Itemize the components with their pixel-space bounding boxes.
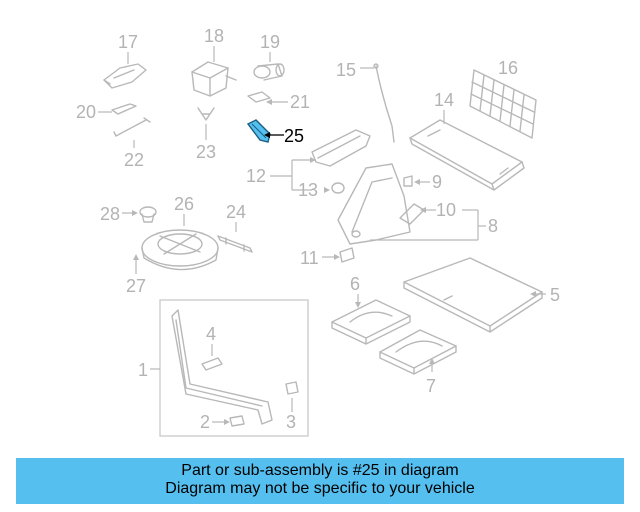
callout-15: 15 [336, 60, 356, 80]
callout-23: 23 [196, 142, 216, 162]
wrench-part [113, 117, 151, 137]
info-banner: Part or sub-assembly is #25 in diagram D… [16, 458, 624, 504]
callout-18: 18 [204, 26, 224, 46]
parts-diagram: 17 20 22 18 19 21 23 25 [76, 26, 560, 437]
callout-6: 6 [350, 274, 360, 294]
callout-5: 5 [550, 285, 560, 305]
clip-part-13 [331, 182, 345, 194]
callout-2: 2 [200, 412, 210, 432]
callout-19: 19 [260, 32, 280, 52]
clip-part-3 [285, 381, 299, 395]
jack-part [103, 63, 147, 89]
jack-handle-part [111, 103, 137, 115]
cargo-net-part [469, 69, 537, 139]
callout-4: 4 [206, 324, 216, 344]
bracket-part-24 [217, 235, 253, 253]
clip-part-4 [201, 357, 223, 371]
side-trim-panel [337, 163, 411, 245]
callout-28: 28 [100, 204, 120, 224]
callout-8: 8 [488, 216, 498, 236]
part-25-highlighted [246, 119, 271, 143]
spare-tire-tray [141, 229, 219, 271]
callout-13: 13 [298, 180, 318, 200]
callout-16: 16 [498, 58, 518, 78]
support-rod-part [373, 63, 395, 143]
callout-25: 25 [284, 126, 304, 146]
callout-26: 26 [174, 194, 194, 214]
callout-3: 3 [286, 412, 296, 432]
cover-part-10 [399, 203, 425, 225]
clip-part-11 [339, 247, 355, 263]
floor-board-part-6 [331, 299, 411, 345]
floor-board-part-7 [379, 329, 457, 375]
callout-27: 27 [126, 276, 146, 296]
callout-12: 12 [246, 166, 266, 186]
callout-14: 14 [434, 90, 454, 110]
callout-11: 11 [300, 248, 319, 268]
inset-box [159, 299, 309, 437]
callout-20: 20 [76, 102, 96, 122]
rear-shelf-part [409, 119, 525, 191]
bolt-part-28 [139, 206, 157, 223]
callout-9: 9 [432, 172, 442, 192]
tool-bag-part [191, 61, 237, 97]
strap-part [247, 91, 271, 103]
clip-part-9 [403, 175, 413, 187]
cylinder-part [253, 63, 285, 81]
banner-line-2: Diagram may not be specific to your vehi… [165, 480, 475, 497]
clip-part-2 [229, 415, 245, 427]
trim-part-12 [311, 129, 371, 167]
callout-10: 10 [436, 200, 456, 220]
callout-17: 17 [118, 32, 138, 52]
callout-24: 24 [226, 202, 246, 222]
callout-21: 21 [290, 92, 310, 112]
callout-1: 1 [138, 360, 148, 380]
bracket-part [197, 107, 215, 121]
floor-mat-part [403, 257, 543, 333]
callout-22: 22 [124, 150, 144, 170]
banner-line-1: Part or sub-assembly is #25 in diagram [181, 462, 459, 479]
trunk-weatherstrip-part [171, 309, 273, 425]
callout-7: 7 [426, 376, 436, 396]
